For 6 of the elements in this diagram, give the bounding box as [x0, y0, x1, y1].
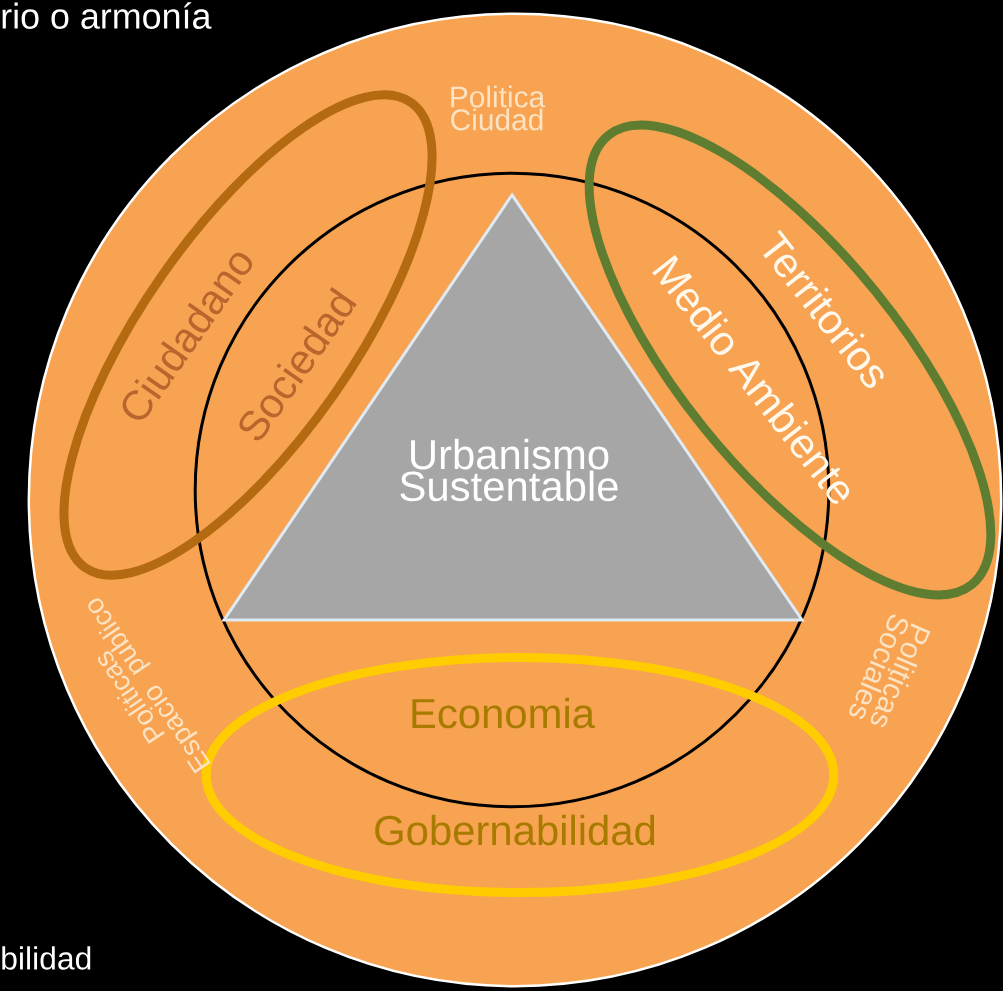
ellipse-label: Gobernabilidad — [375, 814, 655, 846]
ellipse-label: Economia — [412, 697, 595, 729]
heading-fragment: rio o armonía — [2, 2, 212, 29]
heading-fragment: bilidad — [2, 946, 91, 970]
triangle-label: Urbanismo Sustentable — [400, 438, 618, 502]
ring-label: Politica Ciudad — [451, 85, 546, 131]
